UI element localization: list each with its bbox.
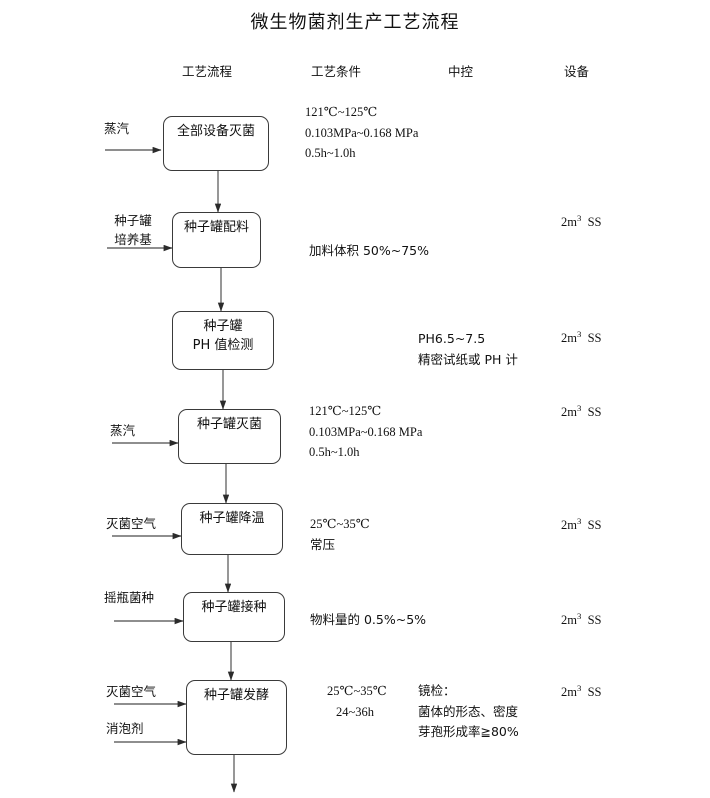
process-box-seed-tank-batching[interactable]: 种子罐配料	[172, 212, 261, 268]
column-header-equipment: 设备	[564, 64, 590, 79]
condition-line: 121℃~125℃	[305, 105, 378, 119]
control-line: 芽孢形成率≧80%	[418, 724, 519, 740]
process-box-seed-tank-inoculation[interactable]: 种子罐接种	[183, 592, 285, 642]
conditions-block-2: 加料体积 50%~75%	[309, 241, 429, 262]
condition-line: 25℃~35℃	[310, 517, 370, 531]
condition-line: 0.103MPa~0.168 MPa	[309, 424, 423, 439]
process-box-seed-tank-cooling[interactable]: 种子罐降温	[181, 503, 283, 555]
input-label-line1: 摇瓶菌种	[104, 590, 155, 605]
control-block-3: PH6.5~7.5 精密试纸或 PH 计	[418, 329, 518, 370]
control-line: 镜检：	[418, 683, 456, 698]
input-label-seed-tank-medium: 种子罐 培养基	[103, 211, 163, 250]
input-label-line2: 培养基	[114, 232, 152, 248]
column-header-control: 中控	[448, 64, 474, 79]
equipment-label-5: 2m3 SS	[561, 516, 602, 533]
condition-line: 常压	[310, 536, 336, 552]
condition-line: 0.5h~1.0h	[305, 146, 356, 161]
process-box-label-line2: PH 值检测	[192, 337, 254, 353]
equipment-label-4: 2m3 SS	[561, 403, 602, 420]
process-box-label: 种子罐发酵	[203, 688, 269, 703]
condition-line: 25℃~35℃	[327, 684, 387, 698]
input-label-line1: 蒸汽	[110, 423, 136, 438]
process-box-label: 种子罐接种	[201, 600, 267, 615]
control-line: 菌体的形态、密度	[418, 703, 519, 719]
conditions-block-4: 121℃~125℃ 0.103MPa~0.168 MPa 0.5h~1.0h	[309, 401, 422, 463]
input-label-line1: 蒸汽	[104, 121, 130, 136]
process-box-label: 种子罐灭菌	[196, 417, 262, 432]
conditions-block-6: 物料量的 0.5%~5%	[310, 610, 426, 631]
process-box-seed-tank-sterilize[interactable]: 种子罐灭菌	[178, 409, 281, 464]
equipment-label-3: 2m3 SS	[561, 329, 602, 346]
input-label-sterile-air-5: 灭菌空气	[106, 514, 156, 533]
process-box-seed-tank-ph-test[interactable]: 种子罐 PH 值检测	[172, 311, 274, 370]
input-label-shake-flask-strain: 摇瓶菌种	[104, 588, 154, 607]
condition-line: 0.103MPa~0.168 MPa	[305, 125, 419, 140]
input-label-line1: 灭菌空气	[106, 516, 157, 531]
conditions-block-5: 25℃~35℃ 常压	[310, 514, 370, 555]
process-box-label: 种子罐	[203, 319, 243, 334]
conditions-block-1: 121℃~125℃ 0.103MPa~0.168 MPa 0.5h~1.0h	[305, 102, 418, 164]
input-label-line1: 消泡剂	[106, 721, 144, 736]
input-label-sterile-air-7: 灭菌空气	[106, 682, 156, 701]
condition-line: 加料体积 50%~75%	[309, 243, 430, 258]
condition-line: 121℃~125℃	[309, 404, 382, 418]
condition-line: 24~36h	[336, 704, 375, 719]
conditions-block-7: 25℃~35℃ 24~36h	[327, 681, 387, 722]
process-box-sterilize-all-equipment[interactable]: 全部设备灭菌	[163, 116, 269, 171]
control-line: PH6.5~7.5	[418, 331, 486, 346]
input-label-steam-1: 蒸汽	[104, 119, 129, 138]
input-label-line1: 种子罐	[114, 213, 152, 228]
input-label-steam-4: 蒸汽	[110, 421, 135, 440]
control-block-7: 镜检： 菌体的形态、密度 芽孢形成率≧80%	[418, 681, 519, 743]
equipment-label-7: 2m3 SS	[561, 683, 602, 700]
input-label-defoamer: 消泡剂	[106, 719, 144, 738]
process-box-label: 种子罐配料	[183, 220, 249, 235]
column-header-process: 工艺流程	[182, 64, 233, 79]
page-title: 微生物菌剂生产工艺流程	[250, 12, 460, 33]
equipment-label-6: 2m3 SS	[561, 611, 602, 628]
condition-line: 物料量的 0.5%~5%	[310, 612, 427, 627]
equipment-label-2: 2m3 SS	[561, 213, 602, 230]
input-label-line1: 灭菌空气	[106, 684, 157, 699]
control-line: 精密试纸或 PH 计	[418, 351, 518, 367]
process-box-label: 种子罐降温	[199, 511, 265, 526]
column-header-conditions: 工艺条件	[311, 64, 362, 79]
process-box-label: 全部设备灭菌	[176, 124, 255, 139]
process-box-seed-tank-fermentation[interactable]: 种子罐发酵	[186, 680, 287, 755]
condition-line: 0.5h~1.0h	[309, 445, 360, 460]
